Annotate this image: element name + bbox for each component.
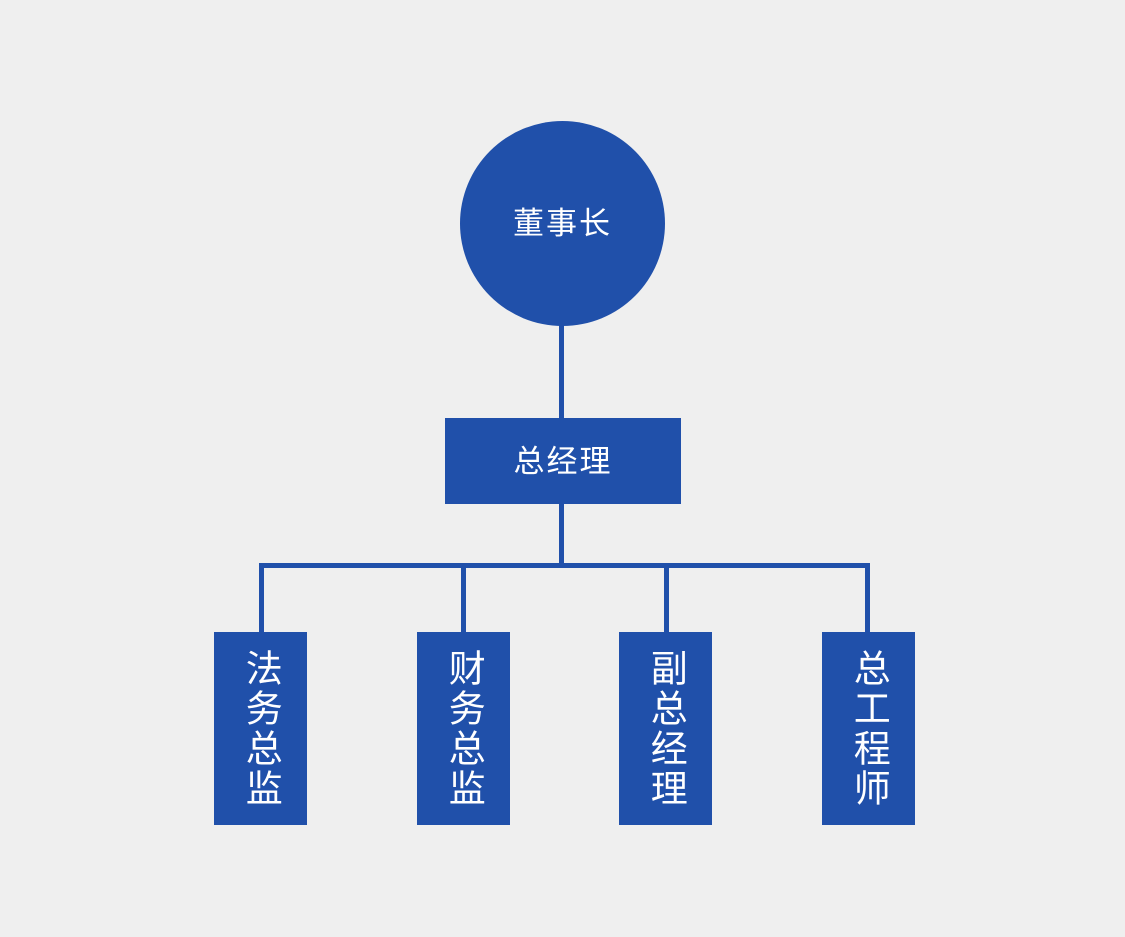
node-chairman[interactable]: 董事长 — [460, 121, 665, 326]
connector-bus-to-finance-director — [461, 563, 466, 633]
connector-chairman-to-general-manager — [559, 325, 564, 419]
node-deputy-general-manager[interactable]: 副总经理 — [619, 632, 712, 825]
connector-horizontal-bus — [259, 563, 870, 568]
node-chairman-label: 董事长 — [513, 206, 612, 241]
connector-bus-to-deputy-general-manager — [664, 563, 669, 633]
connector-bus-to-legal-director — [259, 563, 264, 633]
connector-general-manager-stem — [559, 504, 564, 566]
node-legal-director[interactable]: 法务总监 — [214, 632, 307, 825]
node-deputy-general-manager-label: 副总经理 — [645, 648, 687, 809]
node-general-manager[interactable]: 总经理 — [445, 418, 681, 504]
node-general-manager-label: 总经理 — [513, 443, 613, 479]
node-legal-director-label: 法务总监 — [240, 648, 282, 809]
node-chief-engineer[interactable]: 总工程师 — [822, 632, 915, 825]
connector-bus-to-chief-engineer — [865, 563, 870, 633]
node-finance-director[interactable]: 财务总监 — [417, 632, 510, 825]
node-finance-director-label: 财务总监 — [443, 648, 485, 809]
node-chief-engineer-label: 总工程师 — [848, 648, 890, 809]
